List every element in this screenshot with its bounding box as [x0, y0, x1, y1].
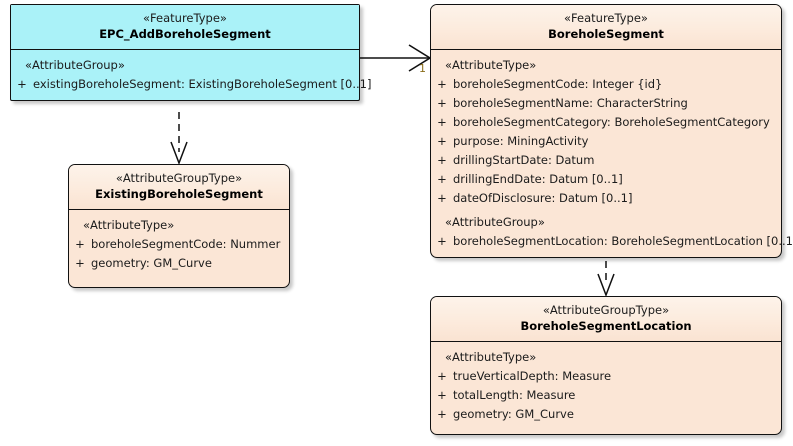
- attribute-row[interactable]: + dateOfDisclosure: Datum [0..1]: [431, 189, 781, 208]
- attribute-visibility: +: [437, 369, 447, 383]
- attribute-text: drillingEndDate: Datum [0..1]: [453, 172, 623, 186]
- attribute-text: boreholeSegmentCode: Integer {id}: [453, 77, 663, 91]
- attribute-text: existingBoreholeSegment: ExistingBorehol…: [33, 77, 372, 91]
- class-stereotype: «FeatureType»: [564, 11, 648, 25]
- attribute-row[interactable]: + trueVerticalDepth: Measure: [431, 367, 781, 386]
- attribute-visibility: +: [75, 237, 85, 251]
- class-stereotype: «AttributeGroupType»: [542, 303, 670, 317]
- attribute-visibility: +: [17, 77, 27, 91]
- class-box-borehole-segment-location[interactable]: «AttributeGroupType» BoreholeSegmentLoca…: [430, 296, 782, 435]
- attribute-row[interactable]: + boreholeSegmentCategory: BoreholeSegme…: [431, 113, 781, 132]
- class-title: ExistingBoreholeSegment: [95, 187, 263, 201]
- attribute-text: boreholeSegmentCode: Nummer: [91, 237, 281, 251]
- class-body-existing-borehole-segment: «AttributeType» + boreholeSegmentCode: N…: [69, 210, 289, 287]
- attribute-text: geometry: GM_Curve: [453, 407, 574, 421]
- attribute-text: drillingStartDate: Datum: [453, 153, 595, 167]
- class-header-borehole-segment-location: «AttributeGroupType» BoreholeSegmentLoca…: [431, 297, 781, 342]
- attribute-row[interactable]: + totalLength: Measure: [431, 386, 781, 405]
- attribute-visibility: +: [437, 407, 447, 421]
- compartment-group-label: «AttributeType»: [83, 218, 175, 232]
- attribute-text: totalLength: Measure: [453, 388, 576, 402]
- attribute-text: geometry: GM_Curve: [91, 256, 212, 270]
- attribute-visibility: +: [437, 115, 447, 129]
- attribute-row[interactable]: + boreholeSegmentCode: Integer {id}: [431, 75, 781, 94]
- attribute-text: boreholeSegmentLocation: BoreholeSegment…: [453, 234, 793, 248]
- attribute-visibility: +: [437, 388, 447, 402]
- dependency-epc-to-existingboreholesegment[interactable]: [170, 112, 188, 166]
- class-header-borehole-segment: «FeatureType» BoreholeSegment: [431, 5, 781, 50]
- class-stereotype: «FeatureType»: [143, 11, 227, 25]
- compartment-group-label: «AttributeType»: [445, 58, 537, 72]
- compartment-group-label: «AttributeGroup»: [25, 58, 125, 72]
- attribute-visibility: +: [437, 234, 447, 248]
- attribute-row[interactable]: + existingBoreholeSegment: ExistingBoreh…: [11, 75, 371, 94]
- class-box-epc-add-borehole-segment[interactable]: «FeatureType» EPC_AddBoreholeSegment «At…: [10, 4, 371, 101]
- attribute-visibility: +: [437, 191, 447, 205]
- attribute-text: boreholeSegmentName: CharacterString: [453, 96, 688, 110]
- class-box-existing-borehole-segment[interactable]: «AttributeGroupType» ExistingBoreholeSeg…: [68, 164, 290, 288]
- attribute-visibility: +: [437, 134, 447, 148]
- class-title: BoreholeSegment: [548, 27, 664, 41]
- attribute-row[interactable]: + drillingEndDate: Datum [0..1]: [431, 170, 781, 189]
- class-body-borehole-segment-location: «AttributeType» + trueVerticalDepth: Mea…: [431, 342, 781, 434]
- attribute-row[interactable]: + boreholeSegmentName: CharacterString: [431, 94, 781, 113]
- class-title: BoreholeSegmentLocation: [520, 319, 692, 333]
- class-header-existing-borehole-segment: «AttributeGroupType» ExistingBoreholeSeg…: [69, 165, 289, 210]
- attribute-visibility: +: [75, 256, 85, 270]
- attribute-visibility: +: [437, 77, 447, 91]
- attribute-row[interactable]: + drillingStartDate: Datum: [431, 151, 781, 170]
- attribute-row[interactable]: + boreholeSegmentLocation: BoreholeSegme…: [431, 232, 793, 251]
- class-box-borehole-segment[interactable]: «FeatureType» BoreholeSegment «Attribute…: [430, 4, 793, 258]
- attribute-visibility: +: [437, 153, 447, 167]
- association-target-multiplicity: 1: [419, 62, 426, 75]
- attribute-visibility: +: [437, 172, 447, 186]
- class-body-borehole-segment: «AttributeType» + boreholeSegmentCode: I…: [431, 50, 793, 257]
- compartment-group-label: «AttributeType»: [445, 350, 537, 364]
- attribute-text: boreholeSegmentCategory: BoreholeSegment…: [453, 115, 770, 129]
- class-title: EPC_AddBoreholeSegment: [99, 27, 271, 41]
- attribute-text: dateOfDisclosure: Datum [0..1]: [453, 191, 633, 205]
- attribute-row[interactable]: + geometry: GM_Curve: [69, 254, 289, 273]
- attribute-text: purpose: MiningActivity: [453, 134, 589, 148]
- attribute-visibility: +: [437, 96, 447, 110]
- class-header-epc-add-borehole-segment: «FeatureType» EPC_AddBoreholeSegment: [11, 5, 359, 50]
- attribute-row[interactable]: + purpose: MiningActivity: [431, 132, 781, 151]
- attribute-row[interactable]: + geometry: GM_Curve: [431, 405, 781, 424]
- class-body-epc-add-borehole-segment: «AttributeGroup» + existingBoreholeSegme…: [11, 50, 371, 100]
- compartment-group-label: «AttributeGroup»: [445, 215, 545, 229]
- attribute-text: trueVerticalDepth: Measure: [453, 369, 612, 383]
- class-stereotype: «AttributeGroupType»: [115, 171, 243, 185]
- attribute-row[interactable]: + boreholeSegmentCode: Nummer: [69, 235, 289, 254]
